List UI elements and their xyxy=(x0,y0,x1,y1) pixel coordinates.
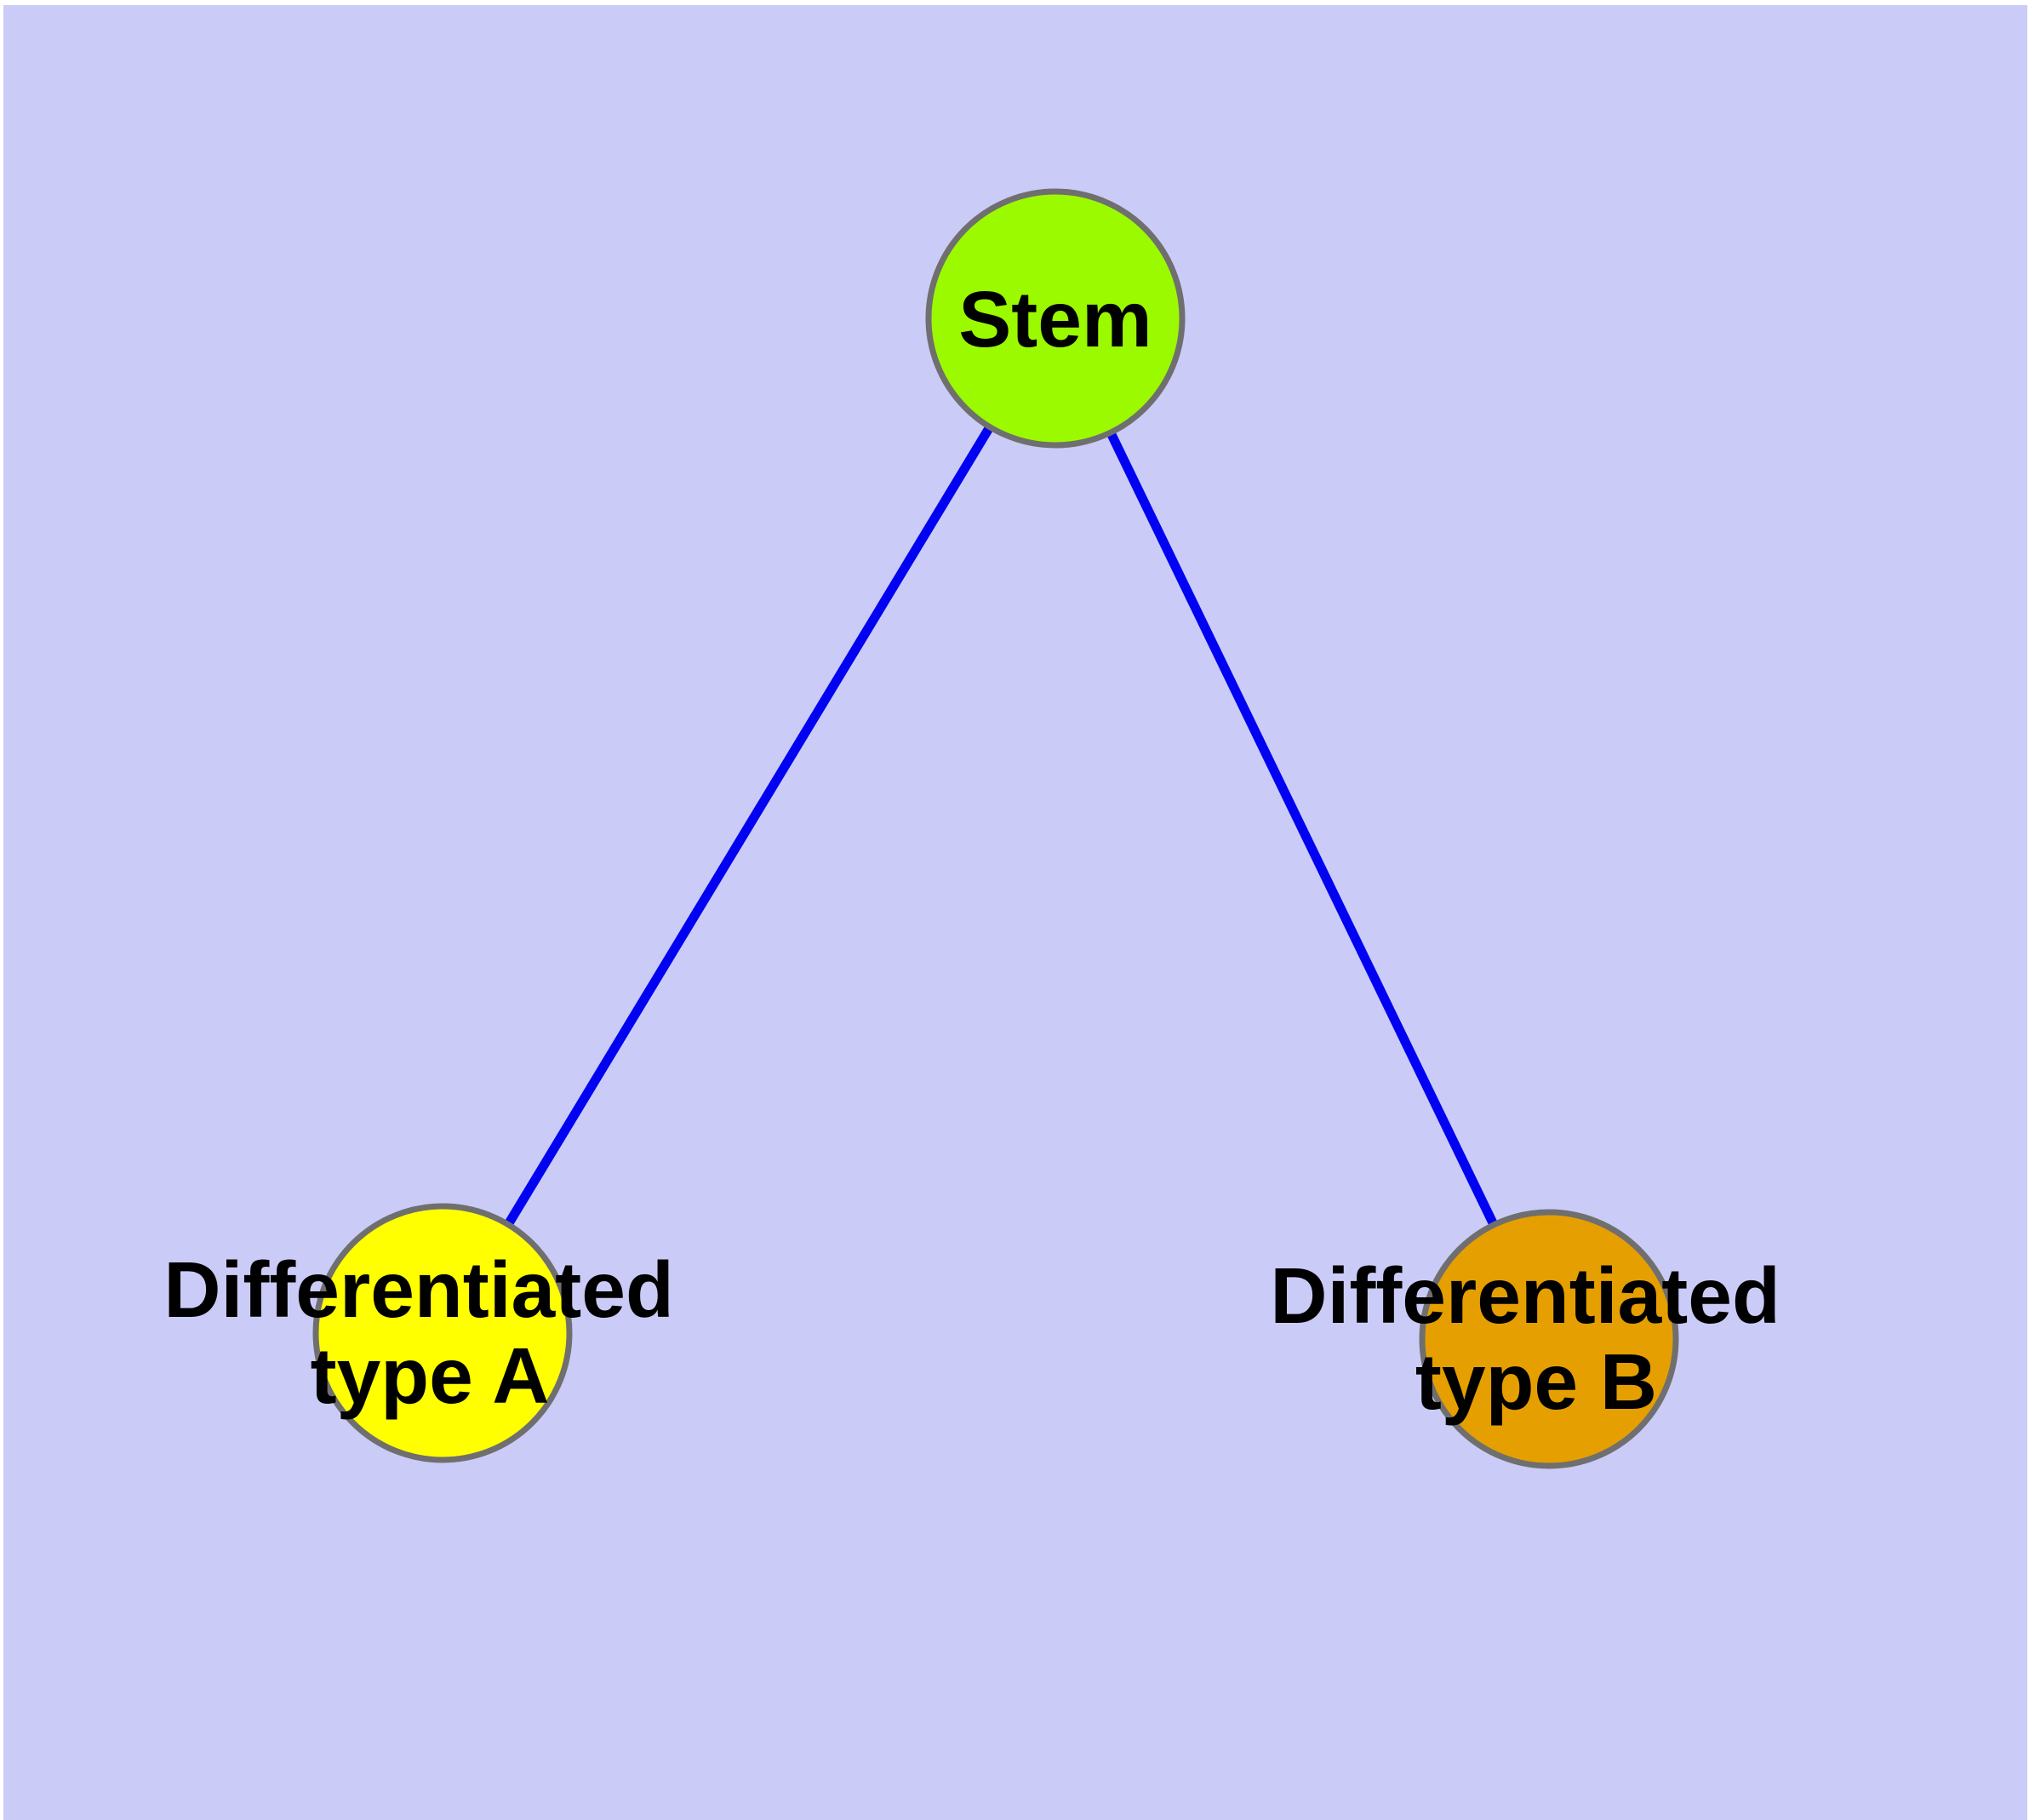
stem-label-line: Stem xyxy=(958,275,1152,363)
edge-stem-to-type-a xyxy=(438,316,1060,1336)
type-b-node-label: Differentiated type B xyxy=(1270,1251,1802,1426)
type-a-node-label: Differentiated type A xyxy=(163,1245,695,1420)
type-a-label-line-2: type A xyxy=(311,1331,550,1420)
edge-stem-to-type-b xyxy=(1051,316,1553,1342)
type-a-label-line-1: Differentiated xyxy=(163,1245,673,1334)
stem-node-circle xyxy=(925,188,1186,449)
type-b-node-circle xyxy=(1419,1209,1679,1469)
type-a-node-circle xyxy=(312,1203,573,1463)
stem-node-label: Stem xyxy=(958,275,1152,363)
type-b-label-line-2: type B xyxy=(1415,1337,1657,1426)
type-b-label-line-1: Differentiated xyxy=(1270,1251,1780,1340)
